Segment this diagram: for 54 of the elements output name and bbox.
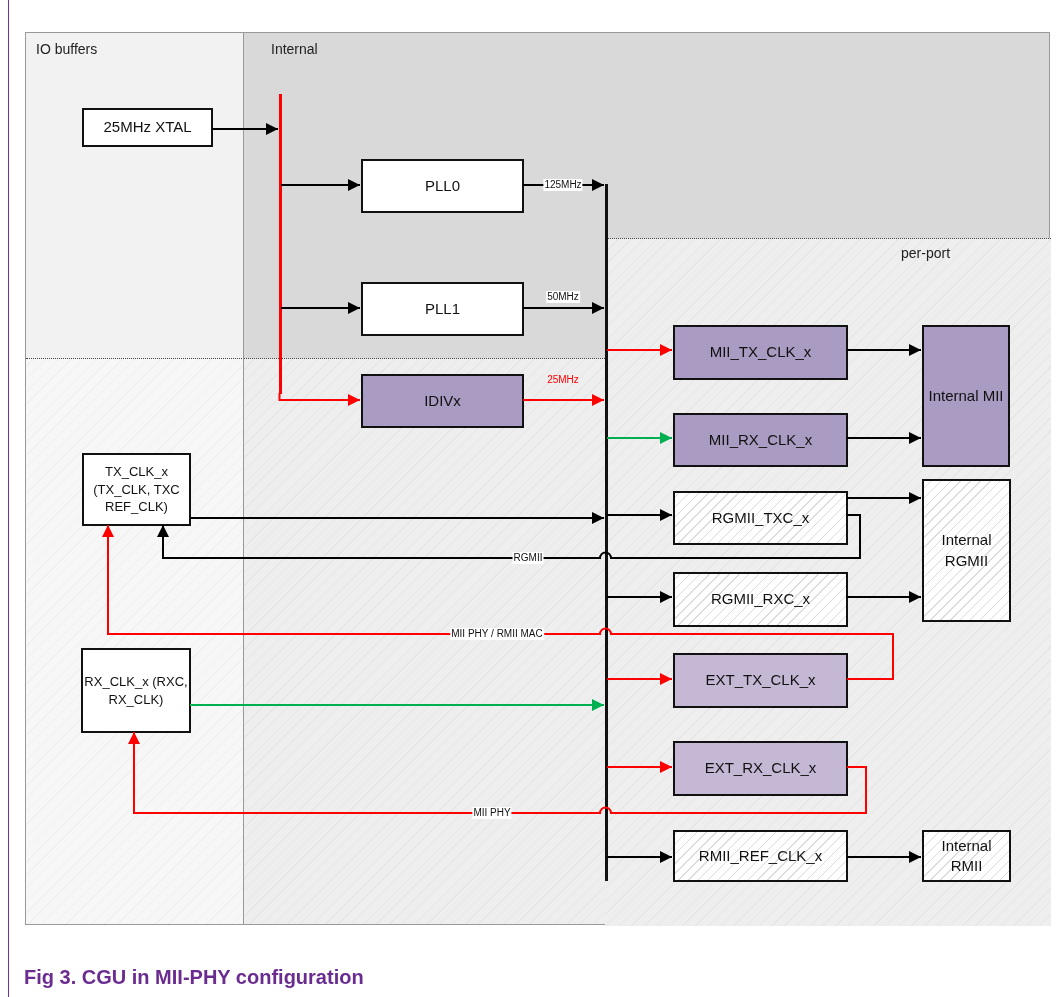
internal-region xyxy=(243,32,1050,925)
arrow xyxy=(189,699,605,711)
arrow xyxy=(157,514,861,559)
edge-label: 125MHz xyxy=(543,179,583,191)
figure-caption: Fig 3. CGU in MII-PHY configuration xyxy=(24,966,364,989)
clock-block-box: MII_TX_CLK_x xyxy=(673,325,848,380)
io-buffers-region xyxy=(25,32,244,925)
block-box: PLL1 xyxy=(361,282,524,336)
region-label: Internal xyxy=(271,41,318,57)
arrow xyxy=(522,302,605,314)
arrow xyxy=(278,392,361,406)
clock-block-box: MII_RX_CLK_x xyxy=(673,413,848,467)
arrow xyxy=(280,179,361,191)
clock-block-box: RMII_REF_CLK_x xyxy=(673,830,848,882)
arrow xyxy=(280,302,361,314)
region-label: per-port xyxy=(901,245,951,261)
arrow xyxy=(846,492,922,504)
clock-block-box: RGMII_RXC_x xyxy=(673,572,848,627)
distribution-line xyxy=(279,94,282,394)
clock-block-box: EXT_TX_CLK_x xyxy=(673,653,848,708)
clock-block-box: Internal RMII xyxy=(922,830,1011,882)
arrow xyxy=(846,591,922,603)
arrow xyxy=(606,509,673,521)
arrow xyxy=(846,851,922,863)
arrow xyxy=(606,344,673,356)
clock-bus-line xyxy=(605,184,608,881)
clock-block-box: Internal RGMII xyxy=(922,479,1011,622)
arrow xyxy=(606,851,673,863)
arrow xyxy=(846,432,922,444)
arrow xyxy=(606,432,673,444)
clock-block-box: EXT_RX_CLK_x xyxy=(673,741,848,796)
arrow xyxy=(128,731,867,814)
edge-label: RGMII xyxy=(512,552,544,564)
arrow xyxy=(211,123,279,135)
block-box: 25MHz XTAL xyxy=(82,108,213,147)
edge-label: 25MHz xyxy=(546,374,580,386)
arrow xyxy=(102,524,894,680)
block-box: RX_CLK_x (RXC, RX_CLK) xyxy=(81,648,191,733)
clock-block-box: IDIVx xyxy=(361,374,524,428)
edge-label: MII PHY / RMII MAC xyxy=(450,628,544,640)
arrow xyxy=(606,591,673,603)
region-label: IO buffers xyxy=(36,41,98,57)
clock-block-box: Internal MII xyxy=(922,325,1010,467)
arrow xyxy=(606,673,673,685)
arrow xyxy=(606,761,673,773)
block-box: TX_CLK_x (TX_CLK, TXC REF_CLK) xyxy=(82,453,191,526)
arrow xyxy=(846,344,922,356)
arrow xyxy=(522,394,605,406)
edge-label: 50MHz xyxy=(546,291,580,303)
block-box: PLL0 xyxy=(361,159,524,213)
per-port-region xyxy=(605,238,1051,926)
clock-block-box: RGMII_TXC_x xyxy=(673,491,848,545)
edge-label: MII PHY xyxy=(472,807,512,819)
arrow xyxy=(189,512,605,524)
